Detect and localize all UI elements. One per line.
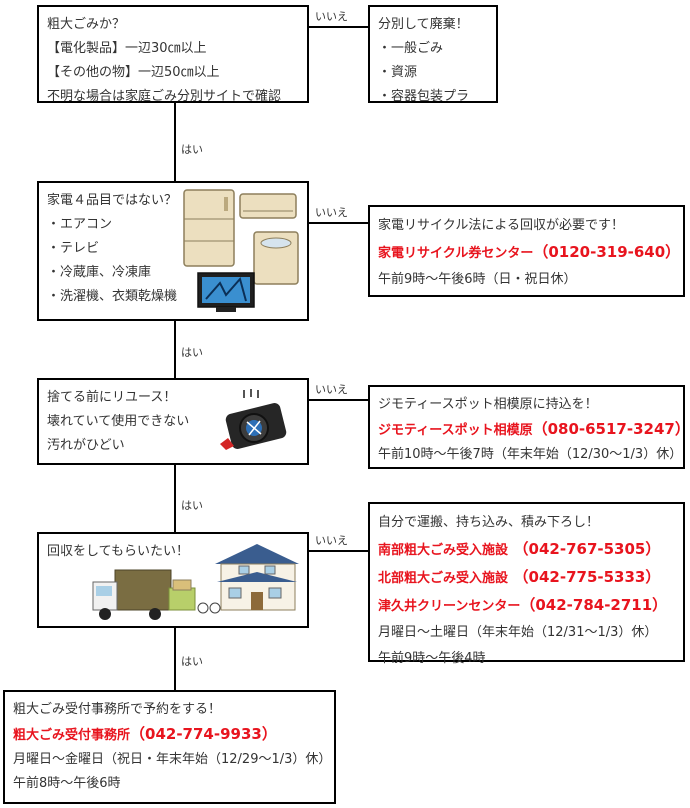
- connector-q2-q3: [174, 321, 176, 378]
- a1-item: ・資源: [378, 65, 418, 80]
- a4-title: 自分で運搬、持ち込み、積み下ろし！: [378, 515, 600, 530]
- a4-days: 月曜日～土曜日（年末年始（12/31～1/3）休）: [378, 625, 658, 640]
- q2-line: 家電４品目ではない？: [47, 193, 178, 208]
- connector-q1-q2: [174, 103, 176, 181]
- answer-box-reservation-office: 粗大ごみ受付事務所で予約をする！ 粗大ごみ受付事務所（042-774-9933）…: [3, 690, 336, 804]
- q2-line: ・エアコン: [47, 217, 113, 232]
- a4-facility-row: 南部粗大ごみ受入施設 （042-767-5305）: [378, 536, 675, 564]
- a2-hours: 午前9時～午後6時（日・祝日休）: [378, 272, 577, 287]
- appliances-illustration: [183, 189, 299, 312]
- a2-org: 家電リサイクル券センター: [378, 246, 534, 261]
- a3-hours: 午前10時～午後7時（年末年始（12/30～1/3）休）: [378, 447, 683, 462]
- a1-item: ・一般ごみ: [378, 41, 444, 56]
- q1-line: 【電化製品】一辺30㎝以上: [47, 41, 207, 56]
- yes-label-2: はい: [181, 346, 203, 359]
- a3-org: ジモティースポット相模原: [378, 423, 533, 438]
- a5-org: 粗大ごみ受付事務所: [13, 728, 131, 743]
- connector-q2-a2: [309, 222, 368, 224]
- a4-facility-row: 津久井クリーンセンター（042-784-2711）: [378, 592, 675, 620]
- connector-q3-a3: [309, 399, 368, 401]
- a3-title: ジモティースポット相模原に持込を！: [378, 397, 598, 412]
- no-label-3: いいえ: [315, 383, 348, 396]
- a4-facility-row: 北部粗大ごみ受入施設 （042-775-5333）: [378, 564, 675, 592]
- a4-hours: 午前9時～午後4時: [378, 651, 486, 666]
- a4-facility-name: 津久井クリーンセンター: [378, 599, 521, 614]
- q3-line: 汚れがひどい: [47, 438, 125, 453]
- a1-title: 分別して廃棄！: [378, 17, 469, 32]
- connector-q1-a1: [309, 26, 368, 28]
- a3-phone: （080-6517-3247）: [532, 420, 690, 438]
- a5-phone: （042-774-9933）: [130, 725, 277, 743]
- yes-label-1: はい: [181, 143, 203, 156]
- no-label-1: いいえ: [315, 10, 348, 23]
- a5-hours: 午前8時～午後6時: [13, 776, 121, 791]
- truck-house-illustration: [92, 544, 299, 620]
- a5-days: 月曜日～金曜日（祝日・年末年始（12/29～1/3）休）: [13, 752, 332, 767]
- a4-facility-name: 北部粗大ごみ受入施設: [378, 571, 509, 586]
- a2-phone: （0120-319-640）: [533, 243, 681, 261]
- q2-line: ・洗濯機、衣類乾燥機: [47, 289, 178, 304]
- q1-line: 【その他の物】一辺50㎝以上: [47, 65, 220, 80]
- no-label-4: いいえ: [315, 534, 348, 547]
- no-label-2: いいえ: [315, 206, 348, 219]
- a5-contact: 粗大ごみ受付事務所（042-774-9933）: [13, 722, 326, 748]
- answer-box-sort-dispose: 分別して廃棄！ ・一般ごみ ・資源 ・容器包装プラ: [368, 5, 498, 104]
- a2-contact: 家電リサイクル券センター（0120-319-640）: [378, 239, 680, 267]
- answer-box-jmty-spot: ジモティースポット相模原に持込を！ ジモティースポット相模原（080-6517-…: [368, 385, 690, 469]
- a4-facility-phone: （042-784-2711）: [520, 596, 668, 614]
- answer-box-self-transport: 自分で運搬、持ち込み、積み下ろし！ 南部粗大ごみ受入施設 （042-767-53…: [368, 502, 685, 666]
- a4-facility-phone: （042-775-5333）: [521, 568, 661, 586]
- connector-q4-a4: [309, 550, 368, 552]
- yes-label-4: はい: [181, 655, 203, 668]
- a1-item: ・容器包装プラ: [378, 89, 470, 104]
- q2-line: ・テレビ: [47, 241, 100, 256]
- q2-line: ・冷蔵庫、冷凍庫: [47, 265, 152, 280]
- a2-title: 家電リサイクル法による回収が必要です！: [378, 218, 624, 233]
- q1-line: 粗大ごみか？: [47, 17, 126, 32]
- connector-q3-q4: [174, 465, 176, 532]
- a4-facility-phone: （042-767-5305）: [521, 540, 661, 558]
- q3-line: 捨てる前にリユース！: [47, 390, 177, 405]
- answer-box-appliance-recycling: 家電リサイクル法による回収が必要です！ 家電リサイクル券センター（0120-31…: [368, 205, 685, 297]
- q3-line: 壊れていて使用できない: [47, 414, 190, 429]
- connector-q4-a5: [174, 628, 176, 690]
- a4-facility-name: 南部粗大ごみ受入施設: [378, 543, 509, 558]
- q1-line: 不明な場合は家庭ごみ分別サイトで確認: [47, 89, 282, 104]
- question-box-oversized: 粗大ごみか？ 【電化製品】一辺30㎝以上 【その他の物】一辺50㎝以上 不明な場…: [37, 5, 309, 104]
- a3-contact: ジモティースポット相模原（080-6517-3247）: [378, 417, 690, 443]
- a5-title: 粗大ごみ受付事務所で予約をする！: [13, 702, 222, 717]
- q4-line: 回収をしてもらいたい！: [47, 544, 189, 559]
- yes-label-3: はい: [181, 499, 203, 512]
- broken-camera-illustration: [220, 389, 287, 450]
